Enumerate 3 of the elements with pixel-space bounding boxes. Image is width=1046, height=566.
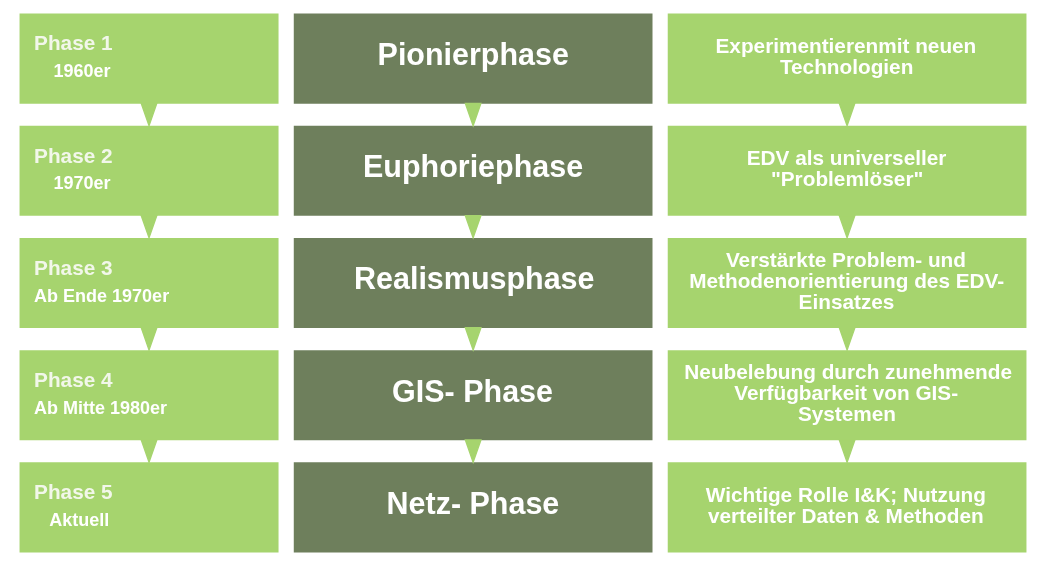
node-box: Wichtige Rolle I&K; Nutzung verteilter Daten & Methoden bbox=[667, 462, 1027, 553]
node-box: Phase 5 Aktuell bbox=[19, 462, 279, 553]
node-box: Netz- Phase bbox=[293, 462, 653, 553]
